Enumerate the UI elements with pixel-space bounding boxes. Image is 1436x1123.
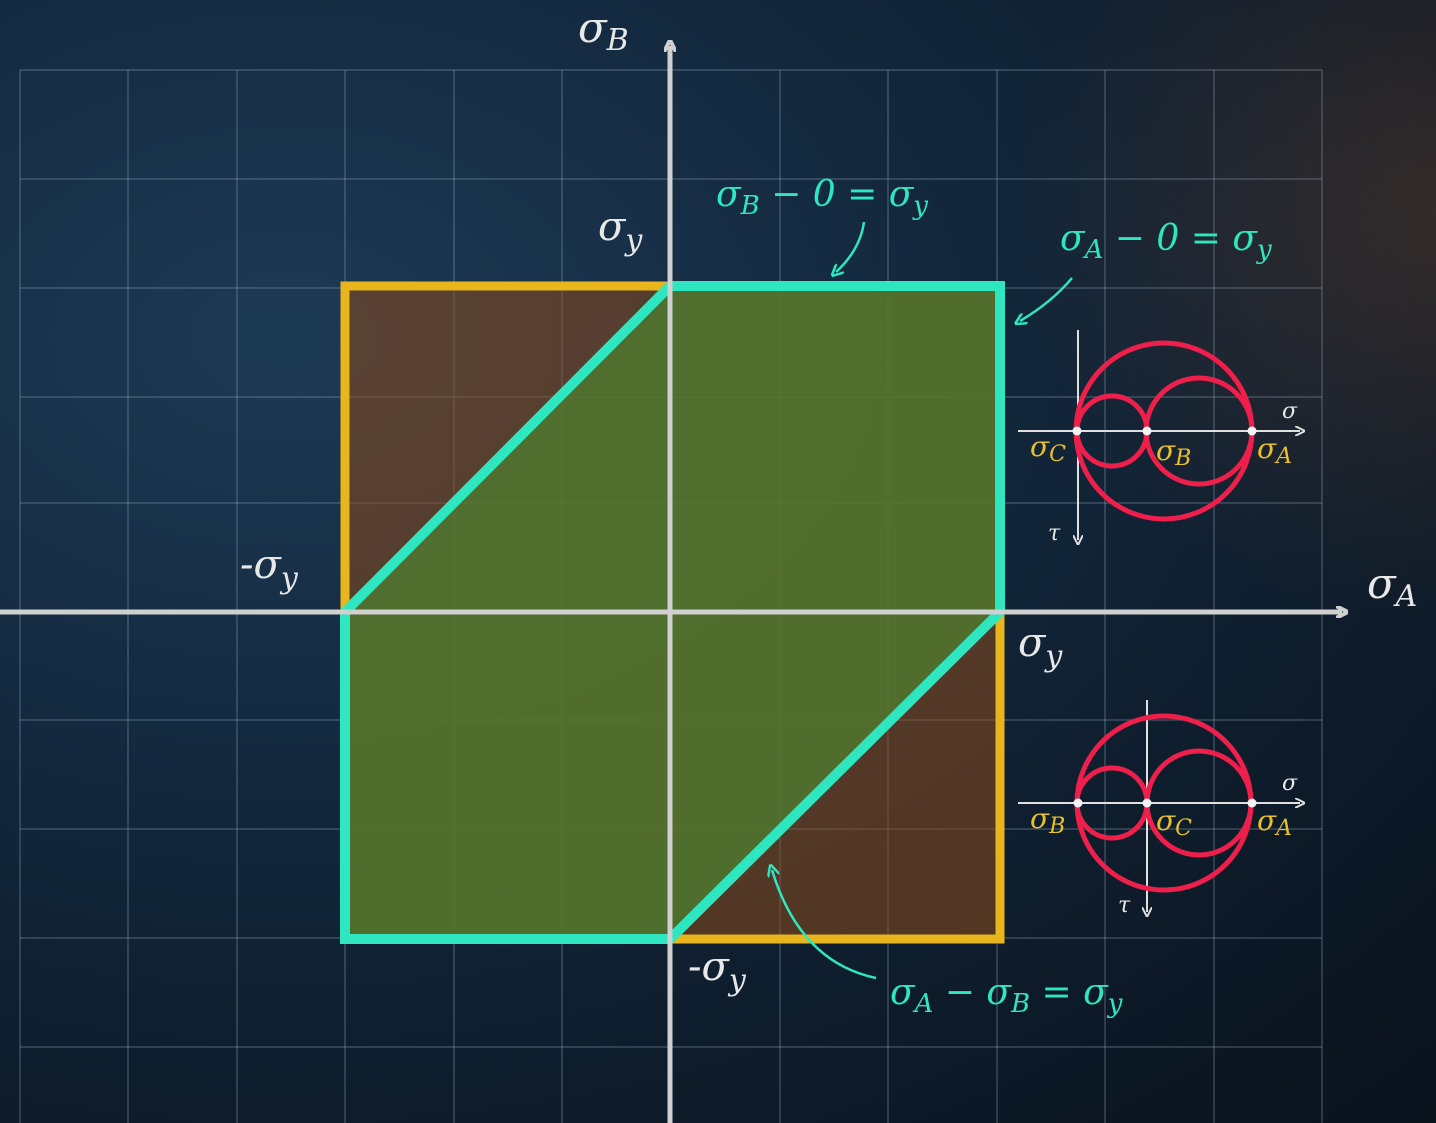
mohr-bottom-sigma-a: σA [1257, 804, 1292, 841]
rankine-outline-top-left [340, 281, 670, 612]
mohr-circle-diagram-top: σ τ σC σB σA [1018, 330, 1300, 546]
diagonal-edge-arrow [772, 870, 877, 980]
top-edge-equation: σB − 0 = σy [716, 174, 928, 221]
sigma-b-axis-label: σB [578, 3, 629, 58]
mohr-top-sigma-c: σC [1030, 430, 1066, 467]
mohr-bottom-tau-label: τ [1118, 893, 1131, 918]
mohr-top-sigma-a: σA [1257, 432, 1292, 469]
right-edge-equation: σA − 0 = σy [1060, 218, 1272, 265]
sigma-y-right-label: σy [1018, 620, 1063, 674]
neg-sigma-y-left-label: -σy [240, 542, 299, 596]
diagonal-edge-equation: σA − σB = σy [890, 972, 1123, 1019]
mohr-bottom-sigma-c: σC [1156, 804, 1192, 841]
mohr-bottom-sigma-b: σB [1030, 802, 1065, 839]
top-edge-arrow [836, 221, 866, 272]
mohr-bottom-point-b [1073, 798, 1083, 808]
rankine-outline-bottom-right [670, 612, 1005, 944]
neg-sigma-y-bottom-label: -σy [688, 944, 747, 998]
mohr-top-point-b [1142, 426, 1152, 436]
mohr-bottom-point-a [1247, 798, 1257, 808]
mohr-top-point-a [1247, 426, 1257, 436]
sigma-a-axis-label: σA [1367, 559, 1417, 614]
mohr-top-point-c [1072, 426, 1082, 436]
sigma-y-top-label: σy [598, 204, 643, 258]
mohr-circle-diagram-bottom: σ τ σB σC σA [1018, 700, 1300, 918]
mohr-top-tau-label: τ [1048, 521, 1061, 546]
mohr-top-sigma-label: σ [1282, 399, 1298, 424]
mohr-bottom-point-c [1142, 798, 1152, 808]
mohr-top-sigma-b: σB [1156, 434, 1191, 471]
right-edge-arrow [1020, 277, 1073, 321]
mohr-bottom-sigma-label: σ [1282, 771, 1298, 796]
